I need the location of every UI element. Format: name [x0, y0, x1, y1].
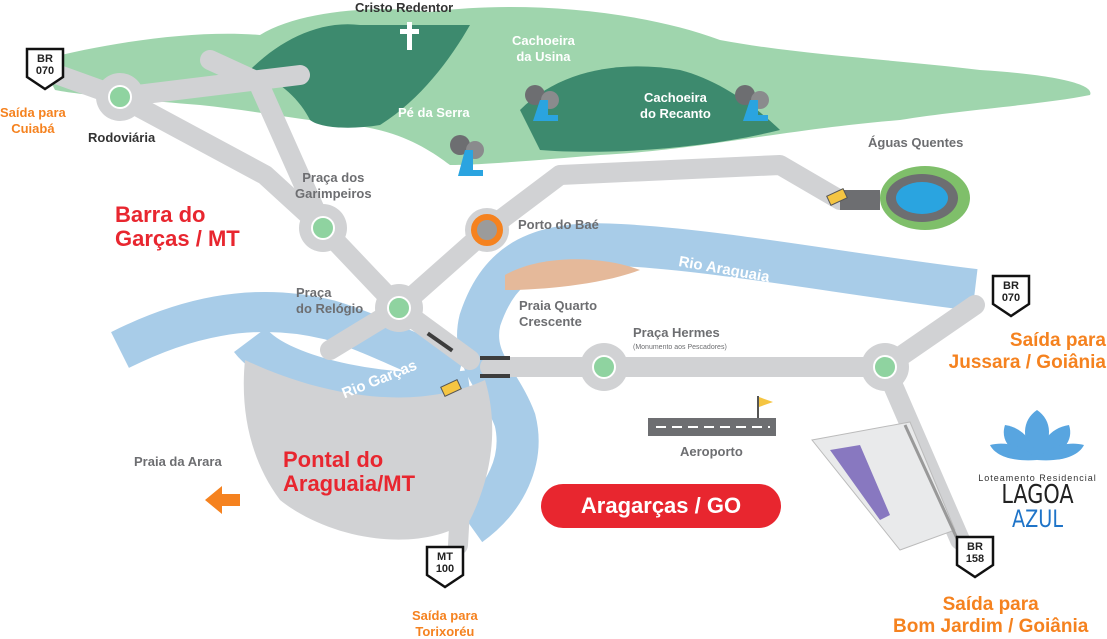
- label-line: Praia Quarto: [519, 298, 598, 313]
- label-line: do Recanto: [640, 106, 711, 121]
- praia-quarto-crescente: [505, 259, 640, 290]
- waterfall-icons: [450, 85, 769, 176]
- airport-icon: [648, 396, 776, 436]
- label-line: Praça: [296, 285, 332, 300]
- pontal-area: [243, 360, 493, 540]
- label-aguas-quentes: Águas Quentes: [868, 135, 964, 150]
- label-line: Bom Jardim / Goiânia: [893, 616, 1089, 637]
- shield-text: 070: [35, 65, 55, 77]
- lagoa-azul-logo: Loteamento Residencial LAGOA AZUL: [968, 415, 1107, 531]
- label-line: Saída para: [0, 105, 66, 120]
- shield-text: 070: [1001, 292, 1021, 304]
- label-line: Cachoeira: [643, 90, 707, 105]
- lot-plan-icon: [811, 421, 962, 551]
- label-line: do Relógio: [296, 301, 364, 316]
- label-praia-arara: Praia da Arara: [134, 454, 222, 469]
- label-line: Araguaia/MT: [283, 471, 416, 496]
- shield-text: MT: [437, 551, 453, 563]
- label-line: Cachoeira: [512, 33, 575, 48]
- label-line: Garças / MT: [115, 226, 240, 251]
- label-porto-bae: Porto do Baé: [518, 217, 599, 232]
- bridges: [426, 331, 510, 378]
- label-line: Jussara / Goiânia: [948, 352, 1106, 373]
- shield-text: 158: [965, 553, 985, 565]
- mountain-dark: [250, 24, 470, 128]
- rio-garcas-lower: [234, 326, 473, 413]
- label-line: Pontal do: [283, 447, 384, 472]
- logo-subtitle: Loteamento Residencial: [978, 473, 1097, 483]
- cross-icon: [400, 22, 419, 50]
- label-line: Crescente: [519, 314, 582, 329]
- label-line: Cuiabá: [11, 121, 55, 136]
- city-aragarcas-badge: Aragarças / GO: [541, 484, 781, 528]
- rio-garcas: [111, 291, 466, 390]
- shield-text: BR: [37, 53, 53, 65]
- label-line: Torixoréu: [415, 624, 475, 639]
- label-line: Saída para: [412, 608, 478, 623]
- label-cristo-redentor: Cristo Redentor: [355, 0, 454, 15]
- label-praca-hermes-sub: (Monumento aos Pescadores): [633, 344, 727, 351]
- roundabouts: [96, 73, 909, 391]
- shield-text: 100: [435, 563, 455, 575]
- label-line: Barra do: [115, 202, 206, 227]
- arrow-left-icon: [205, 486, 240, 514]
- label-line: da Usina: [516, 49, 571, 64]
- logo-line2: AZUL: [1011, 505, 1064, 533]
- shield-text: BR: [1003, 280, 1019, 292]
- label-pe-da-serra: Pé da Serra: [398, 105, 470, 120]
- label-line: Praça dos: [302, 170, 365, 185]
- label-line: Garimpeiros: [295, 186, 372, 201]
- shield-text: BR: [967, 541, 983, 553]
- mountain-dark-2: [520, 66, 780, 152]
- label-line: Saída para: [1009, 330, 1106, 351]
- logo-line1: LAGOA: [1001, 480, 1074, 510]
- label-aeroporto: Aeroporto: [680, 444, 743, 459]
- label-rodoviaria: Rodoviária: [88, 130, 156, 145]
- building-icons: [440, 188, 848, 397]
- lagoa-azul-logo-flower: [990, 410, 1084, 461]
- rio-araguaia: [457, 223, 978, 543]
- label-line: Saída para: [942, 594, 1039, 615]
- label-praca-hermes: Praça Hermes: [633, 325, 720, 340]
- hot-springs-icon: [880, 166, 970, 230]
